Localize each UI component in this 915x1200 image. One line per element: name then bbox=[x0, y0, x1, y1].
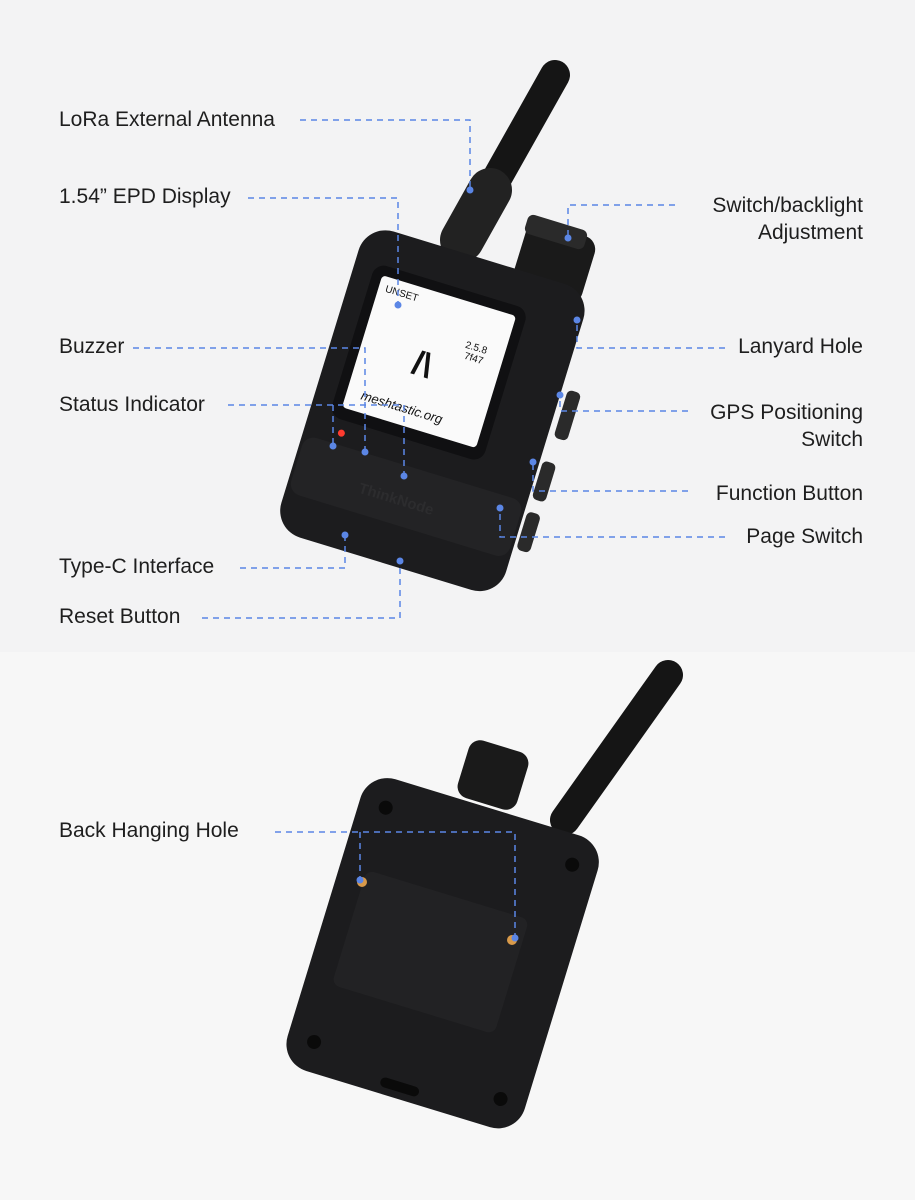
label-switch-backlight: Switch/backlight Adjustment bbox=[712, 192, 863, 246]
leader-lines bbox=[133, 119, 725, 938]
function-button bbox=[532, 461, 556, 502]
back-device bbox=[286, 660, 683, 1129]
page-button bbox=[517, 512, 540, 553]
label-status-indicator: Status Indicator bbox=[59, 393, 205, 416]
antenna bbox=[440, 60, 570, 262]
label-reset-button: Reset Button bbox=[59, 605, 181, 628]
label-type-c: Type-C Interface bbox=[59, 555, 215, 578]
label-switch-backlight-line2: Adjustment bbox=[757, 221, 863, 244]
label-page-switch: Page Switch bbox=[746, 525, 863, 548]
label-lanyard-hole: Lanyard Hole bbox=[738, 335, 863, 358]
label-buzzer: Buzzer bbox=[59, 335, 125, 358]
label-gps-switch: GPS Positioning Switch bbox=[710, 399, 863, 453]
leader-dots bbox=[329, 186, 581, 942]
gps-switch bbox=[554, 390, 581, 441]
status-led bbox=[337, 429, 345, 437]
label-lora-antenna: LoRa External Antenna bbox=[59, 108, 275, 131]
label-gps-line1: GPS Positioning bbox=[710, 401, 863, 424]
label-switch-backlight-line1: Switch/backlight bbox=[712, 194, 863, 217]
label-function-button: Function Button bbox=[715, 482, 863, 505]
label-epd-display: 1.54” EPD Display bbox=[59, 185, 231, 208]
front-device: UNSET 2.5.8 7f47 /\ meshtastic.org Think… bbox=[280, 60, 596, 592]
label-back-hanging-hole: Back Hanging Hole bbox=[59, 819, 239, 842]
label-gps-line2: Switch bbox=[801, 428, 863, 451]
